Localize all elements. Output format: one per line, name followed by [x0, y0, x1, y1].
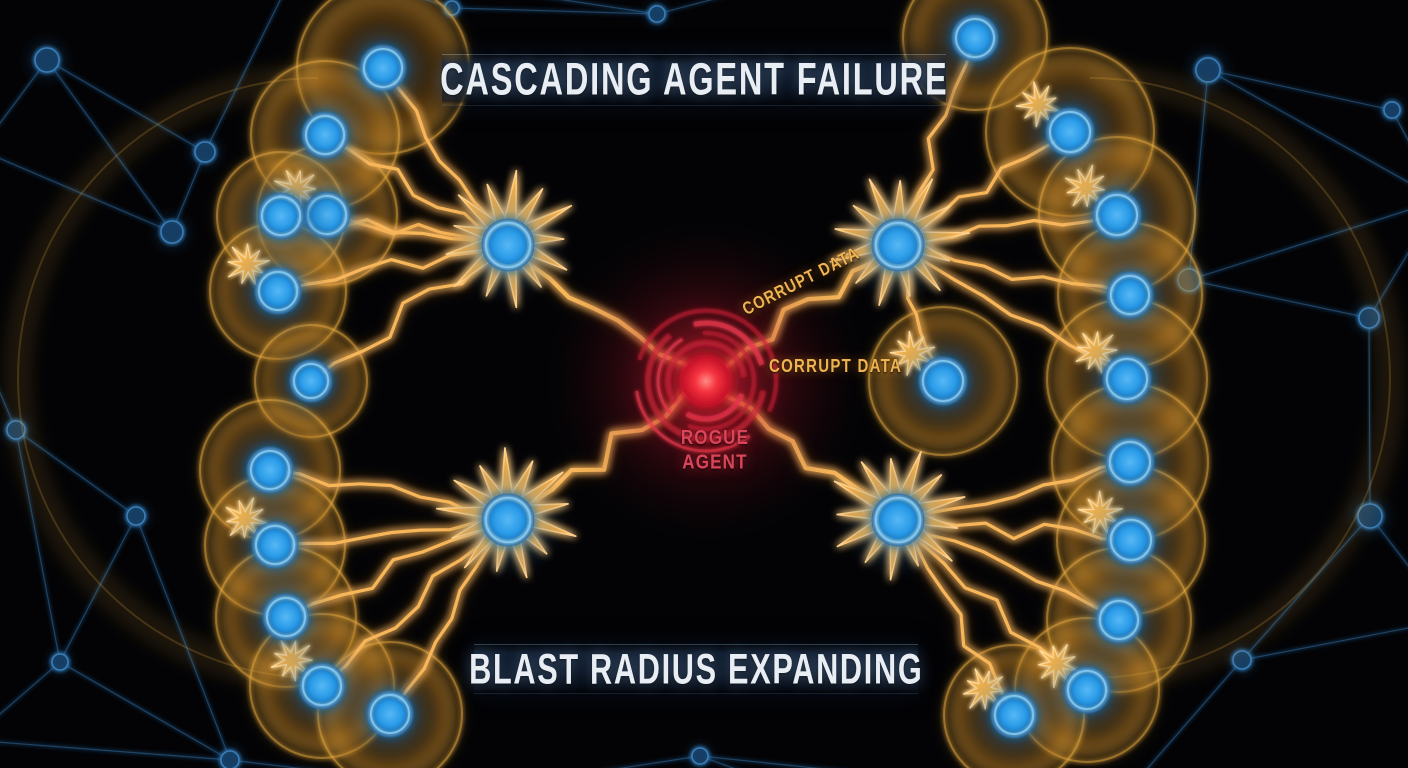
outer-blast-arcs: [3, 63, 1405, 693]
agent-node: [1072, 324, 1182, 434]
agent-node: [962, 663, 1066, 767]
agent-node: [229, 164, 333, 268]
agent-node: [1075, 407, 1185, 517]
rogue-ring: [637, 308, 779, 413]
rogue-ring: [687, 331, 756, 431]
rogue-ring: [656, 337, 684, 415]
agent-node: [923, 0, 1027, 90]
rogue-ring: [645, 332, 767, 443]
hub-node: [447, 459, 569, 581]
agent-node: [338, 662, 442, 766]
agent-node: [331, 16, 435, 120]
hub-node: [447, 184, 569, 306]
corrupt-data-label-lower: CORRUPT DATA: [769, 356, 903, 377]
hub-node: [837, 459, 959, 581]
rogue-agent-label-line1: ROGUE: [680, 426, 750, 449]
rogue-agent-label: ROGUE AGENT: [640, 426, 790, 475]
agent-node: [1076, 485, 1186, 595]
rogue-ring: [665, 339, 747, 404]
agent-node: [888, 326, 998, 436]
agent-node: [273, 83, 377, 187]
rogue-agent-node: [546, 221, 866, 541]
agent-node: [226, 239, 330, 343]
status-text: BLAST RADIUS EXPANDING: [468, 644, 924, 693]
footer-banner: BLAST RADIUS EXPANDING: [469, 644, 921, 694]
agent-node: [1062, 160, 1172, 270]
page-title: CASCADING AGENT FAILURE: [439, 54, 949, 105]
rogue-ring: [685, 393, 745, 422]
hub-node: [837, 184, 959, 306]
rogue-ring: [635, 390, 751, 453]
title-banner: CASCADING AGENT FAILURE: [439, 54, 949, 106]
agent-node: [266, 336, 356, 426]
agent-node: [218, 418, 322, 522]
rogue-core: [682, 357, 730, 405]
agent-node: [1015, 77, 1125, 187]
agent-node: [1078, 243, 1182, 347]
rogue-agent-label-line2: AGENT: [682, 450, 748, 474]
agent-nodes: [218, 0, 1186, 767]
rogue-ring: [693, 320, 765, 366]
